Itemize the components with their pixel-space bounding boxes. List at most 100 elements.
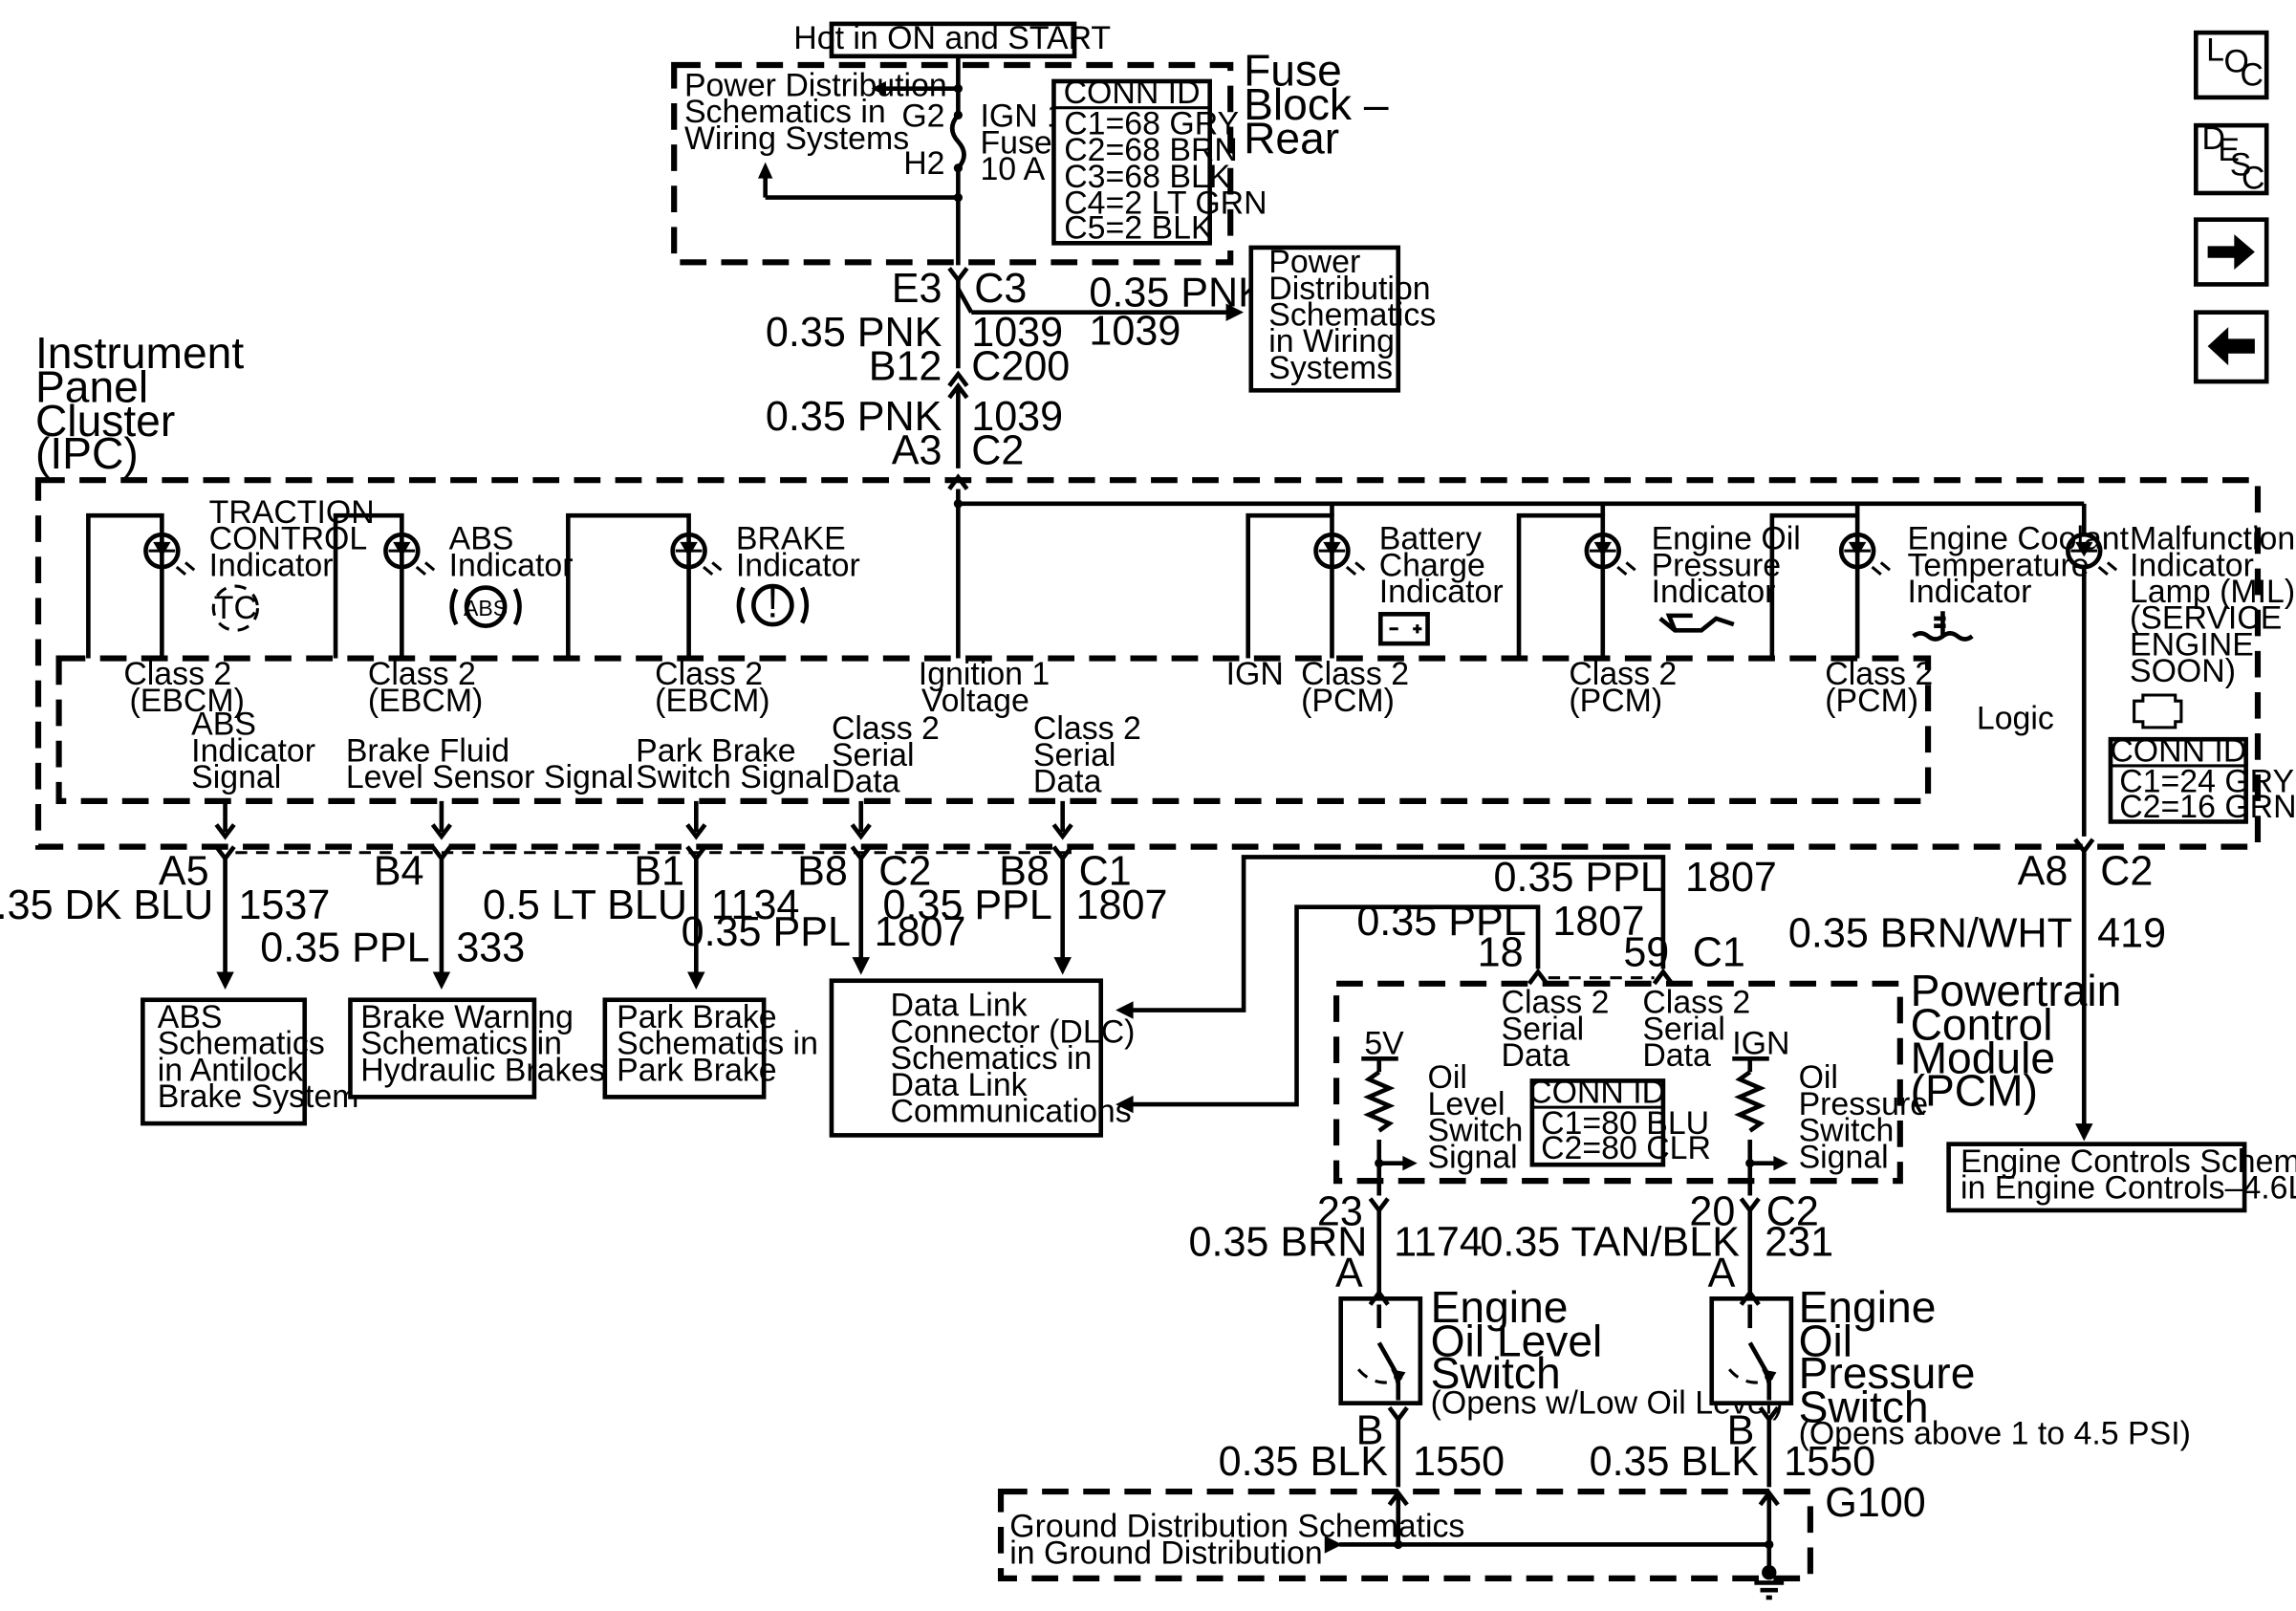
svg-text:Brake System: Brake System xyxy=(158,1078,359,1115)
svg-text:Pressure: Pressure xyxy=(1652,547,1782,583)
bulb-icon xyxy=(143,532,181,570)
pin-a: A xyxy=(1335,1251,1363,1296)
svg-text:ABS: ABS xyxy=(464,596,508,620)
pin-h2: H2 xyxy=(903,145,944,182)
svg-text:ABS: ABS xyxy=(158,999,223,1035)
svg-text:ABS: ABS xyxy=(191,707,256,743)
svg-text:Switch: Switch xyxy=(1431,1348,1561,1398)
svg-text:Temperature: Temperature xyxy=(1908,547,2090,583)
brake-indicator: BRAKE Indicator ! xyxy=(566,512,860,659)
svg-text:Systems: Systems xyxy=(1268,350,1393,386)
svg-text:in Wiring: in Wiring xyxy=(1268,323,1395,359)
svg-text:Class 2: Class 2 xyxy=(1301,656,1409,692)
logic-labels: Class 2(EBCM) Class 2(EBCM) Class 2(EBCM… xyxy=(123,656,2054,799)
engine-controls-reference-text: Engine Controls Schematics in Engine Con… xyxy=(1960,1143,2296,1207)
wire-color: 0.35 PPL xyxy=(1356,899,1526,945)
fuse-label: IGN 1 Fuse 10 A xyxy=(980,98,1064,187)
svg-text:Hydraulic Brakes: Hydraulic Brakes xyxy=(360,1052,605,1088)
circuit-number: 1039 xyxy=(1089,309,1180,355)
pin-20: 20 xyxy=(1689,1188,1735,1234)
wire-color: 0.35 PPL xyxy=(682,909,851,955)
hot-label-box xyxy=(829,21,1077,59)
abs-reference-box[interactable] xyxy=(141,997,308,1126)
svg-text:Pressure: Pressure xyxy=(1799,1348,1976,1398)
svg-text:O: O xyxy=(2224,44,2249,80)
pull-up-resistor-icon xyxy=(1363,1070,1396,1133)
pcm-conn-id-table xyxy=(1529,1078,1666,1167)
svg-text:Data Link: Data Link xyxy=(891,1067,1028,1103)
svg-text:Class 2: Class 2 xyxy=(1569,656,1677,692)
wire-color: 0.35 PPL xyxy=(883,882,1052,928)
wire-color: 0.35 PPL xyxy=(1494,855,1663,901)
svg-text:Indicator: Indicator xyxy=(191,732,315,769)
svg-text:Control: Control xyxy=(1911,999,2053,1049)
conn-id-row: C3=68 BLK xyxy=(1064,159,1231,195)
svg-text:TRACTION: TRACTION xyxy=(209,494,375,531)
abs-reference-text: ABS Schematics in Antilock Brake System xyxy=(158,999,359,1115)
svg-text:Schematics in: Schematics in xyxy=(891,1040,1093,1077)
bulb-icon xyxy=(1584,532,1622,570)
conn-c1: C1 xyxy=(1079,849,1132,895)
svg-text:(EBCM): (EBCM) xyxy=(129,683,244,719)
battery-indicator: Battery Charge Indicator xyxy=(1245,503,1504,659)
pin-59: 59 xyxy=(1623,929,1669,975)
bulb-icon xyxy=(383,532,421,570)
engine-controls-reference-box[interactable] xyxy=(1946,1142,2247,1213)
svg-text:Switch Signal: Switch Signal xyxy=(636,759,830,795)
park-brake-reference-box[interactable] xyxy=(602,997,767,1099)
desc-button[interactable]: D E S C xyxy=(2193,120,2269,197)
next-arrow-icon[interactable] xyxy=(2193,217,2269,287)
svg-text:Indicator: Indicator xyxy=(1652,574,1776,610)
loc-button[interactable]: L O C xyxy=(2193,30,2269,100)
bulb-icon xyxy=(1838,532,1876,570)
svg-text:Oil: Oil xyxy=(1799,1316,1852,1365)
pin-b8: B8 xyxy=(999,849,1050,895)
wire-color: 0.35 PNK xyxy=(766,394,942,440)
svg-text:Indicator: Indicator xyxy=(2130,547,2254,583)
svg-text:5V: 5V xyxy=(1364,1026,1404,1062)
fuse-block-title: Fuse Block – Rear xyxy=(1244,46,1389,163)
wire-color: 0.35 DK BLU xyxy=(0,882,213,928)
svg-text:Engine: Engine xyxy=(1799,1282,1937,1332)
svg-text:Serial: Serial xyxy=(1642,1011,1725,1047)
svg-text:Schematics: Schematics xyxy=(1268,297,1436,334)
svg-text:Voltage: Voltage xyxy=(921,683,1029,719)
conn-id-title: CONN ID xyxy=(1528,1075,1665,1111)
svg-text:(EBCM): (EBCM) xyxy=(368,683,483,719)
dlc-reference-box[interactable] xyxy=(829,978,1104,1138)
svg-text:Indicator: Indicator xyxy=(209,547,334,583)
oil-pressure-indicator: Engine Oil Pressure Indicator xyxy=(1516,503,1801,659)
svg-text:Cluster: Cluster xyxy=(35,396,175,446)
svg-text:Switch: Switch xyxy=(1428,1113,1524,1149)
ground-reference-text[interactable]: Ground Distribution Schematics in Ground… xyxy=(1009,1509,1464,1572)
pin-e3: E3 xyxy=(892,266,942,312)
conn-id-row: C1=80 BLU xyxy=(1541,1105,1709,1142)
pd-reference-box[interactable] xyxy=(1248,245,1401,393)
svg-text:Data: Data xyxy=(1033,764,1102,800)
svg-text:SOON): SOON) xyxy=(2130,653,2236,689)
svg-text:Class 2: Class 2 xyxy=(1033,710,1141,747)
brake-warning-reference-box[interactable] xyxy=(348,997,537,1099)
tc-indicator: TRACTION CONTROL Indicator TC xyxy=(86,494,375,659)
pin-b1: B1 xyxy=(634,849,684,895)
ipc-output-wires xyxy=(214,800,2095,1142)
svg-text:D: D xyxy=(2201,120,2224,157)
svg-text:Oil: Oil xyxy=(1428,1059,1467,1096)
circuit-number: 1039 xyxy=(971,310,1063,356)
conn-c2: C2 xyxy=(878,849,931,895)
svg-text:Module: Module xyxy=(1911,1034,2056,1083)
svg-text:Power: Power xyxy=(1268,244,1360,280)
conn-c2: C2 xyxy=(971,427,1024,473)
svg-text:IGN: IGN xyxy=(1226,656,1284,692)
svg-text:Fuse: Fuse xyxy=(1244,46,1342,96)
svg-text:Signal: Signal xyxy=(1799,1139,1889,1175)
svg-text:CONTROL: CONTROL xyxy=(209,521,368,557)
svg-text:Fuse: Fuse xyxy=(980,124,1051,161)
wire-color: 0.35 PNK xyxy=(766,310,942,356)
wire-color: 0.35 PPL xyxy=(260,925,429,971)
oil-can-icon xyxy=(1658,613,1735,633)
coolant-indicator: Engine Coolant Temperature Indicator xyxy=(1769,503,2130,659)
svg-text:IGN: IGN xyxy=(1732,1026,1789,1062)
svg-text:Data: Data xyxy=(1502,1037,1570,1074)
prev-arrow-icon[interactable] xyxy=(2193,310,2269,384)
